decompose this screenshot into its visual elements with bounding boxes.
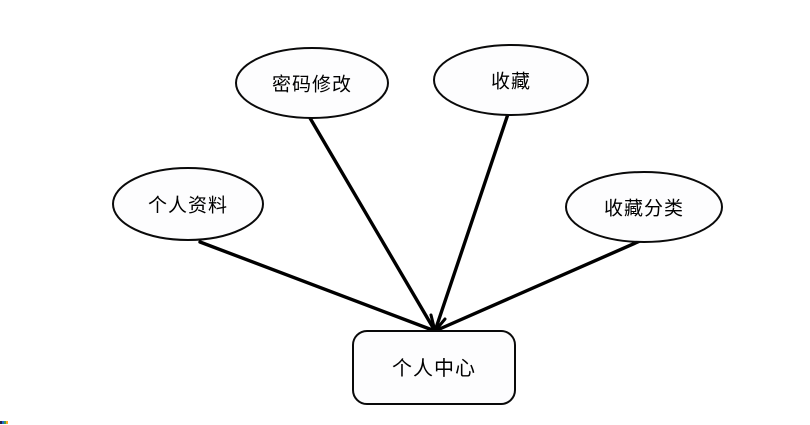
node-personal-center-rect xyxy=(352,330,516,405)
edges xyxy=(198,112,642,333)
node-profile-label: 个人资料 xyxy=(148,195,228,217)
corner-artifact-segment xyxy=(6,421,8,424)
edge-favorite-categories-to-center xyxy=(433,239,642,333)
edge-profile-to-center xyxy=(198,240,437,333)
node-password-ellipse xyxy=(235,47,389,119)
node-personal-center-label: 个人中心 xyxy=(392,357,476,380)
corner-artifact-segment xyxy=(4,421,6,424)
corner-artifact xyxy=(0,421,8,424)
arrowhead-cluster xyxy=(429,313,447,333)
node-profile-ellipse xyxy=(112,167,264,241)
node-favorite-categories: 收藏分类 xyxy=(565,171,723,243)
node-favorites-ellipse xyxy=(433,44,589,116)
node-favorite-categories-label: 收藏分类 xyxy=(604,198,684,220)
corner-artifact-segment xyxy=(2,421,4,424)
node-profile: 个人资料 xyxy=(112,167,264,241)
node-password: 密码修改 xyxy=(235,47,389,119)
node-personal-center: 个人中心 xyxy=(352,330,516,405)
edge-favorites-to-center xyxy=(433,112,510,333)
arrowhead-barb xyxy=(433,317,447,333)
node-favorites: 收藏 xyxy=(433,44,589,116)
edge-password-to-center xyxy=(308,116,437,333)
node-favorites-label: 收藏 xyxy=(491,71,531,93)
node-favorite-categories-ellipse xyxy=(565,171,723,243)
corner-artifact-segment xyxy=(0,421,2,424)
arrowhead-barb xyxy=(429,313,437,333)
node-password-label: 密码修改 xyxy=(272,74,352,96)
